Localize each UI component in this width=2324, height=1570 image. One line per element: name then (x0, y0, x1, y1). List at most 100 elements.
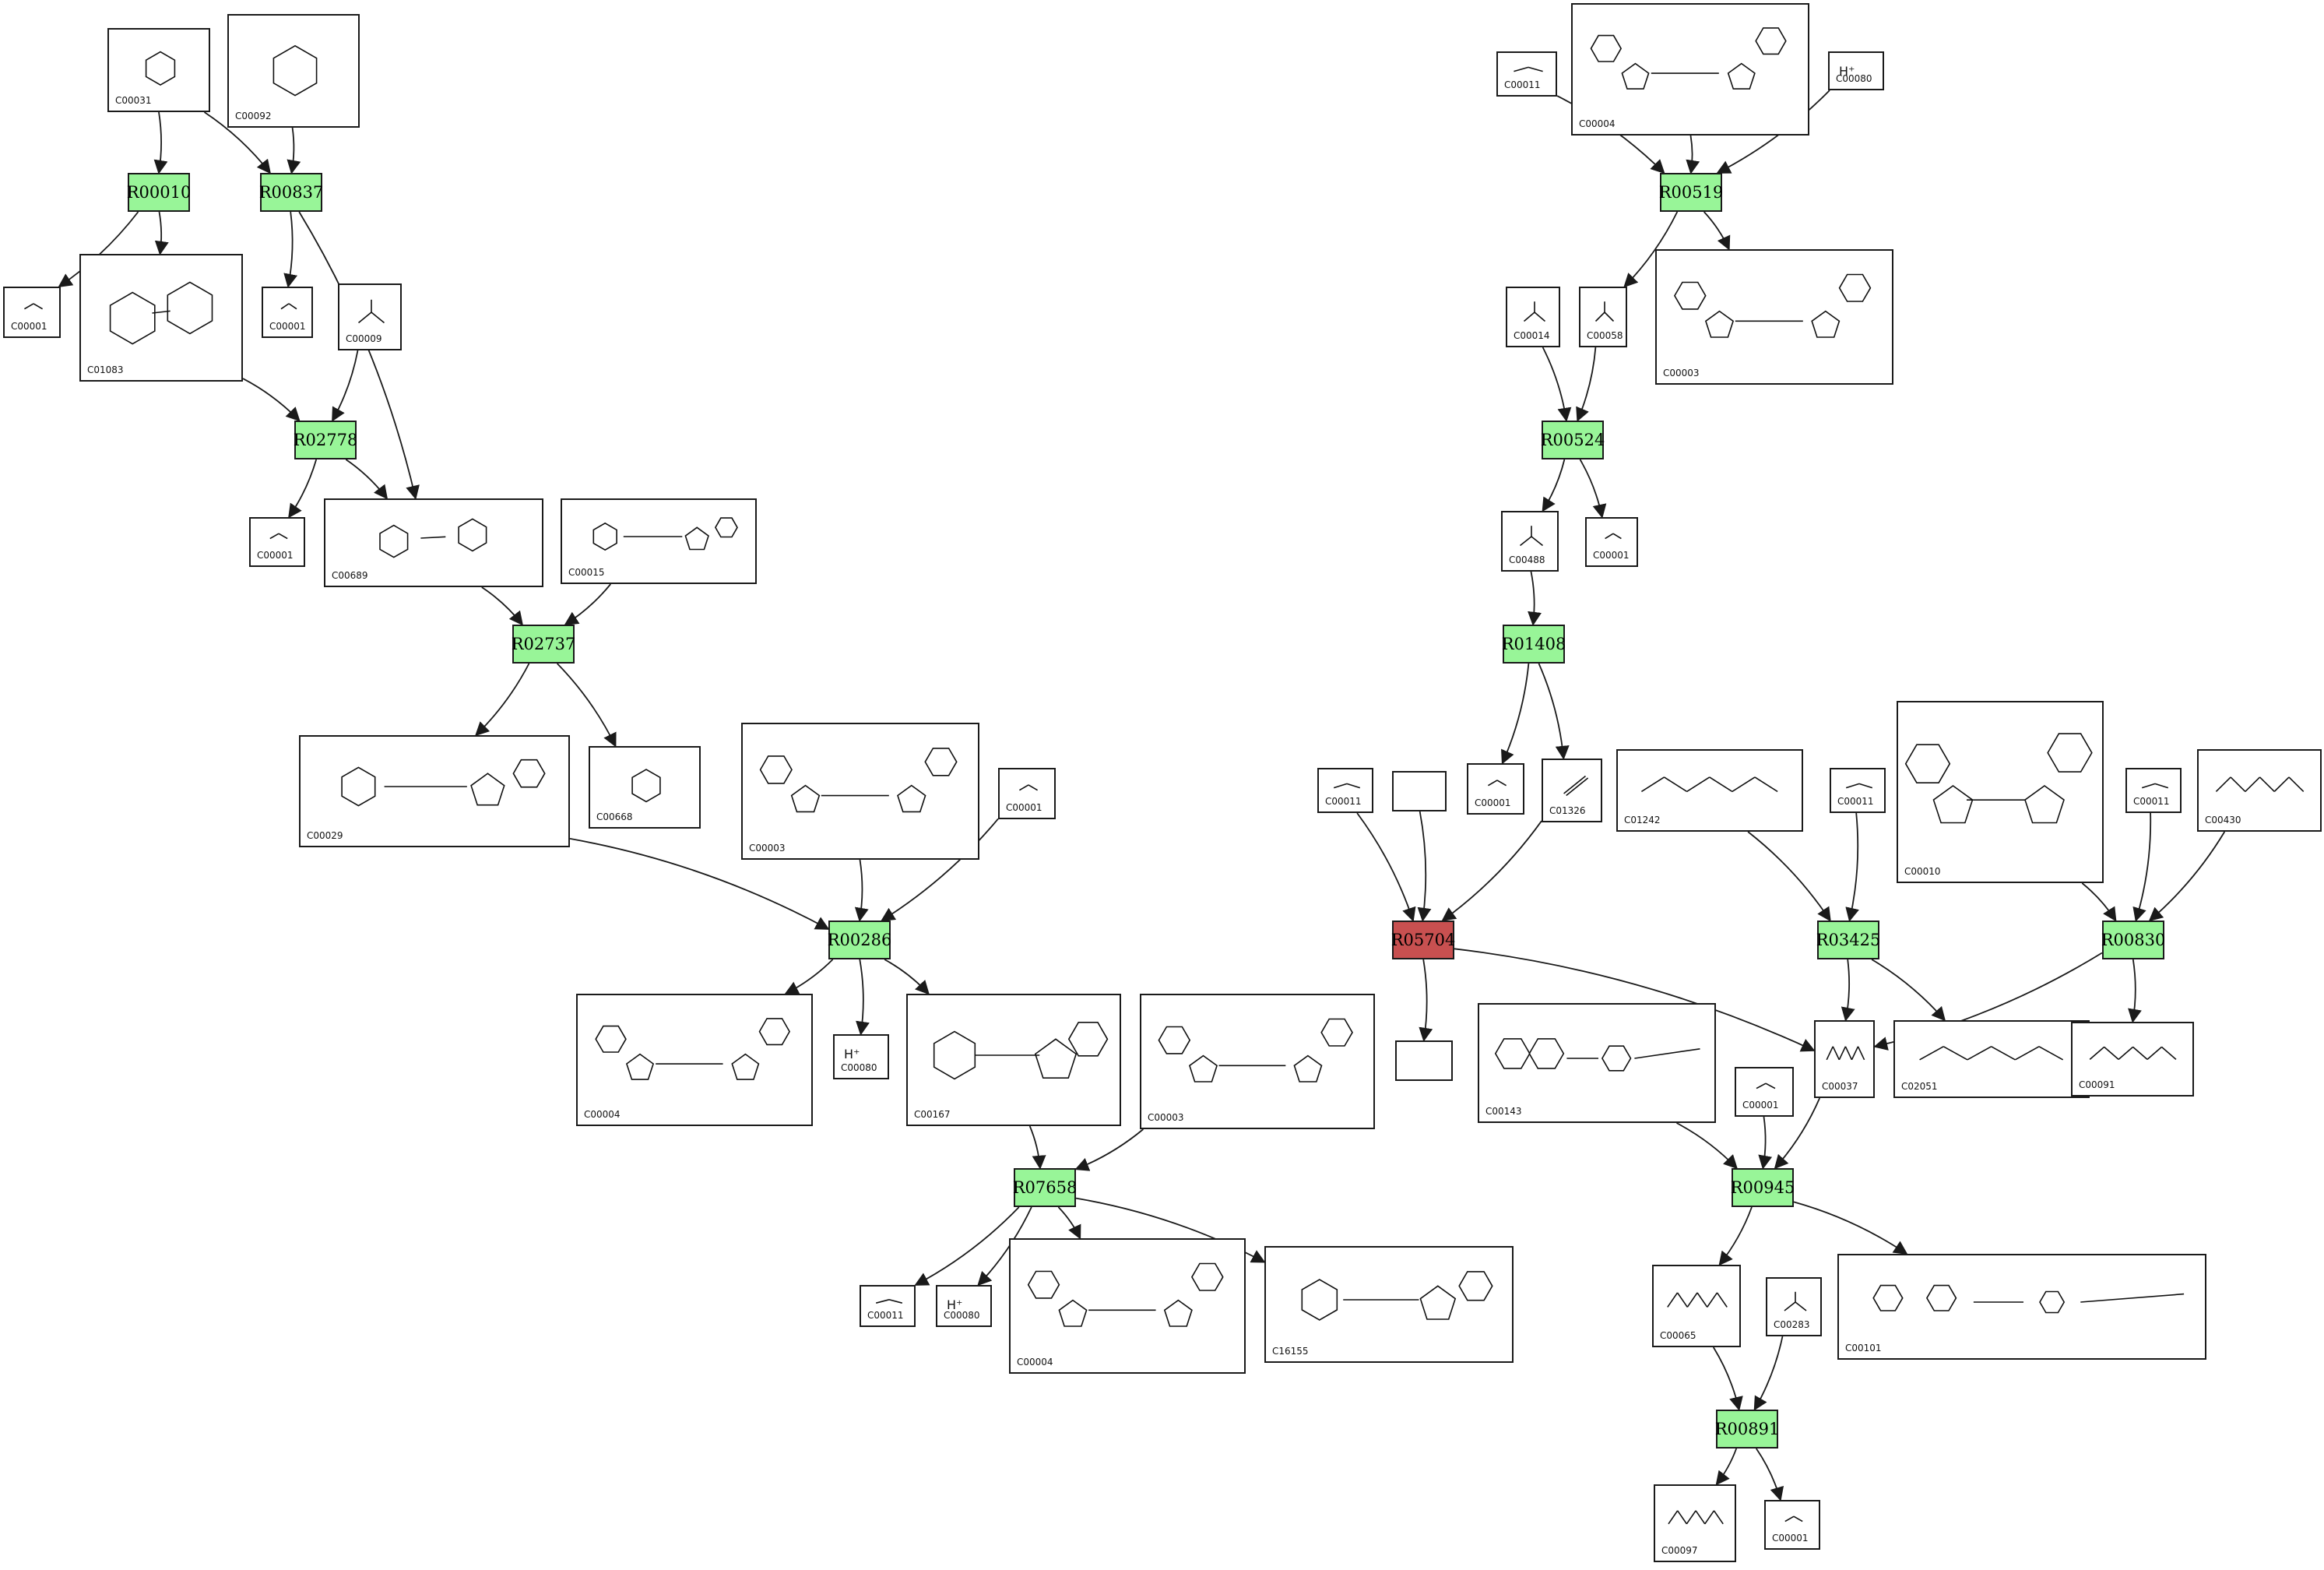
compound-id: C00011 (1325, 796, 1362, 807)
compound-node[interactable]: C00031 (107, 28, 210, 112)
compound-node[interactable]: C00011 (2125, 768, 2182, 813)
compound-node[interactable]: C00001 (998, 768, 1056, 819)
reaction-node[interactable]: R00837 (259, 173, 323, 212)
molecule-structure-icon (2141, 783, 2169, 789)
reaction-node[interactable]: R05704 (1391, 921, 1455, 959)
compound-node[interactable]: C00058 (1579, 287, 1627, 347)
compound-node[interactable]: C01242 (1616, 749, 1803, 832)
reaction-node[interactable]: R00945 (1731, 1168, 1795, 1207)
molecule-structure-icon (341, 759, 546, 807)
compound-node[interactable]: C00004 (576, 994, 813, 1126)
reaction-node[interactable]: R01408 (1502, 625, 1566, 664)
reaction-node[interactable]: R07658 (1013, 1168, 1077, 1207)
compound-node[interactable]: C00029 (299, 735, 570, 847)
compound-node[interactable]: C00010 (1897, 701, 2104, 883)
reaction-edge (287, 127, 301, 174)
reaction-edge (2132, 812, 2152, 922)
compound-id: C00101 (1845, 1343, 1882, 1354)
compound-node[interactable]: C00091 (2071, 1022, 2194, 1097)
compound-node[interactable]: H⁺C00080 (833, 1034, 889, 1079)
compound-node[interactable]: C00668 (589, 746, 701, 829)
compound-node[interactable] (1395, 1040, 1453, 1081)
molecule-structure-icon (1333, 783, 1361, 789)
reaction-node[interactable]: R03425 (1816, 921, 1880, 959)
compound-node[interactable]: C00009 (338, 283, 402, 350)
molecule-structure-icon (1826, 1046, 1865, 1061)
compound-node[interactable]: C00001 (1585, 517, 1638, 567)
compound-node[interactable]: C00101 (1837, 1254, 2206, 1360)
compound-node[interactable]: C01326 (1542, 759, 1602, 822)
compound-id: C00143 (1485, 1106, 1522, 1117)
molecule-structure-icon (1756, 1082, 1776, 1089)
reaction-node[interactable]: R02778 (294, 421, 357, 459)
compound-node[interactable]: C16155 (1264, 1246, 1514, 1363)
molecule-structure-icon (1487, 780, 1507, 787)
compound-node[interactable]: C02051 (1893, 1020, 2090, 1098)
compound-node[interactable]: C00092 (227, 14, 360, 128)
compound-node[interactable]: C00097 (1654, 1484, 1736, 1562)
reaction-edge (557, 663, 617, 748)
compound-id: C00004 (1579, 118, 1616, 129)
reaction-edge (1441, 820, 1542, 922)
compound-node[interactable]: C00011 (1317, 768, 1373, 813)
reaction-edge (1417, 811, 1432, 922)
compound-node[interactable]: C00167 (906, 994, 1121, 1126)
reaction-edge (884, 959, 930, 995)
compound-id: C00003 (1663, 368, 1700, 378)
reaction-edge (154, 211, 169, 255)
compound-node[interactable]: C00037 (1814, 1020, 1875, 1098)
molecule-structure-icon (631, 769, 661, 803)
compound-node[interactable]: C00011 (1496, 51, 1557, 97)
compound-node[interactable]: C00003 (741, 723, 979, 860)
molecule-structure-icon (269, 533, 288, 540)
compound-id: C00001 (269, 321, 306, 332)
molecule-structure-icon (109, 281, 213, 345)
reaction-node[interactable]: R00010 (127, 173, 191, 212)
molecule-structure-icon (1668, 1510, 1724, 1525)
compound-node[interactable]: C00003 (1655, 249, 1893, 385)
molecule-structure-icon (1640, 776, 1778, 793)
reaction-edge (1623, 211, 1679, 288)
compound-node[interactable] (1392, 771, 1447, 811)
reaction-edge (1703, 211, 1731, 251)
compound-node[interactable]: C00065 (1652, 1265, 1741, 1347)
reaction-edge (1753, 1336, 1784, 1411)
compound-node[interactable]: C00143 (1478, 1003, 1716, 1123)
molecule-structure-icon (1919, 1046, 2064, 1061)
reaction-node[interactable]: R00891 (1715, 1410, 1779, 1449)
compound-node[interactable]: C00001 (1764, 1500, 1820, 1550)
compound-node[interactable]: C00011 (860, 1285, 916, 1327)
reaction-node[interactable]: R00830 (2101, 921, 2165, 959)
compound-node[interactable]: C00001 (1735, 1067, 1794, 1117)
molecule-structure-icon (1520, 526, 1543, 547)
compound-node[interactable]: C00001 (249, 517, 305, 567)
compound-node[interactable]: C00488 (1501, 511, 1559, 572)
compound-node[interactable]: C00001 (1467, 763, 1524, 815)
reaction-edge (1576, 347, 1597, 422)
compound-node[interactable]: C00014 (1506, 287, 1560, 347)
compound-node[interactable]: C00015 (561, 498, 757, 584)
compound-id: C00091 (2079, 1079, 2115, 1090)
reaction-node[interactable]: R00524 (1541, 421, 1605, 459)
reaction-edge (1713, 1346, 1743, 1411)
compound-node[interactable]: C00003 (1140, 994, 1375, 1129)
compound-node[interactable]: C00004 (1009, 1238, 1246, 1374)
reaction-node[interactable]: R00286 (828, 921, 891, 959)
compound-node[interactable]: H⁺C00080 (1828, 51, 1884, 90)
molecule-structure-icon (1301, 1271, 1493, 1321)
compound-node[interactable]: C01083 (79, 254, 243, 382)
reaction-edge (1579, 459, 1607, 519)
compound-node[interactable]: C00430 (2197, 749, 2322, 832)
reaction-node[interactable]: R00519 (1659, 173, 1723, 212)
compound-node[interactable]: C00004 (1571, 3, 1809, 136)
compound-node[interactable]: H⁺C00080 (936, 1285, 992, 1327)
compound-node[interactable]: C00011 (1830, 768, 1886, 813)
reaction-edge (1528, 571, 1542, 626)
compound-node[interactable]: C00001 (262, 287, 313, 338)
compound-node[interactable]: C00689 (324, 498, 543, 587)
compound-node[interactable]: C00001 (3, 287, 61, 338)
reaction-node[interactable]: R02737 (512, 625, 575, 664)
molecule-structure-icon (1605, 533, 1622, 540)
compound-node[interactable]: C00283 (1766, 1277, 1822, 1336)
